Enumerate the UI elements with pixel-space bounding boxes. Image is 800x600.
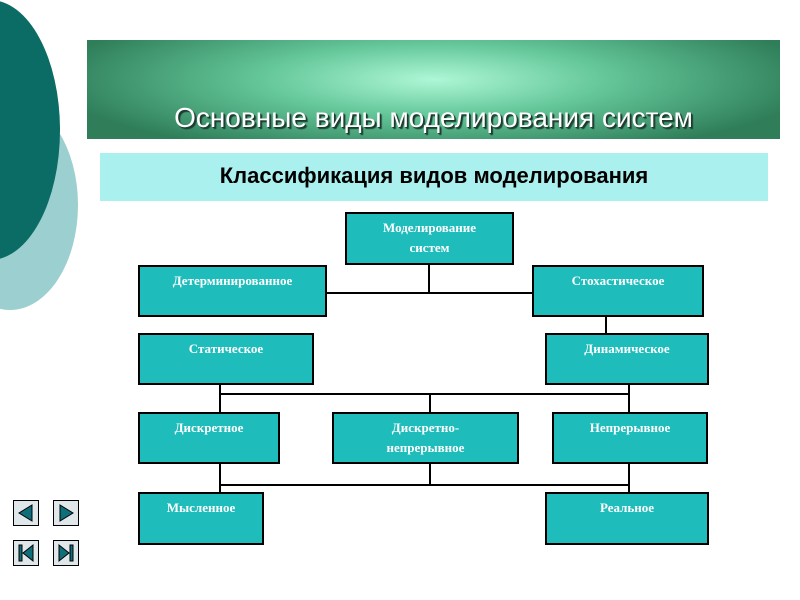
connector-level3-h <box>219 484 630 486</box>
skip-first-icon <box>18 543 34 563</box>
slide-title: Основные виды моделирования систем <box>174 102 693 133</box>
slide-subtitle: Классификация видов моделирования <box>219 163 649 188</box>
triangle-right-icon <box>59 504 74 522</box>
connector-level2-h <box>219 393 630 395</box>
triangle-left-icon <box>18 504 33 522</box>
title-band: Основные виды моделирования систем <box>87 40 780 139</box>
box-mental: Мысленное <box>138 492 264 545</box>
box-discrete-continuous: Дискретно-непрерывное <box>332 412 519 464</box>
box-deterministic: Детерминированное <box>138 265 327 317</box>
next-slide-button[interactable] <box>53 500 79 526</box>
connector-mid-v <box>429 393 431 413</box>
box-real: Реальное <box>545 492 709 545</box>
connector-static-v <box>219 383 221 413</box>
connector-discrete-v <box>219 463 221 493</box>
skip-last-icon <box>58 543 74 563</box>
box-stochastic: Стохастическое <box>532 265 704 317</box>
connector-stochastic-v <box>605 316 607 335</box>
box-static: Статическое <box>138 333 314 385</box>
box-discrete: Дискретное <box>138 412 280 464</box>
box-root: Моделирование систем <box>345 212 514 265</box>
box-dynamic: Динамическое <box>545 333 709 385</box>
box-continuous: Непрерывное <box>552 412 708 464</box>
last-slide-button[interactable] <box>53 540 79 566</box>
decorative-circles <box>0 1 78 310</box>
connector-level1-h <box>326 292 534 294</box>
first-slide-button[interactable] <box>13 540 39 566</box>
connector-dynamic-v <box>628 383 630 413</box>
connector-continuous-v <box>628 463 630 493</box>
connector-root <box>428 264 430 293</box>
subtitle-band: Классификация видов моделирования <box>100 153 768 201</box>
connector-discrete-continuous-v <box>429 463 431 485</box>
prev-slide-button[interactable] <box>13 500 39 526</box>
